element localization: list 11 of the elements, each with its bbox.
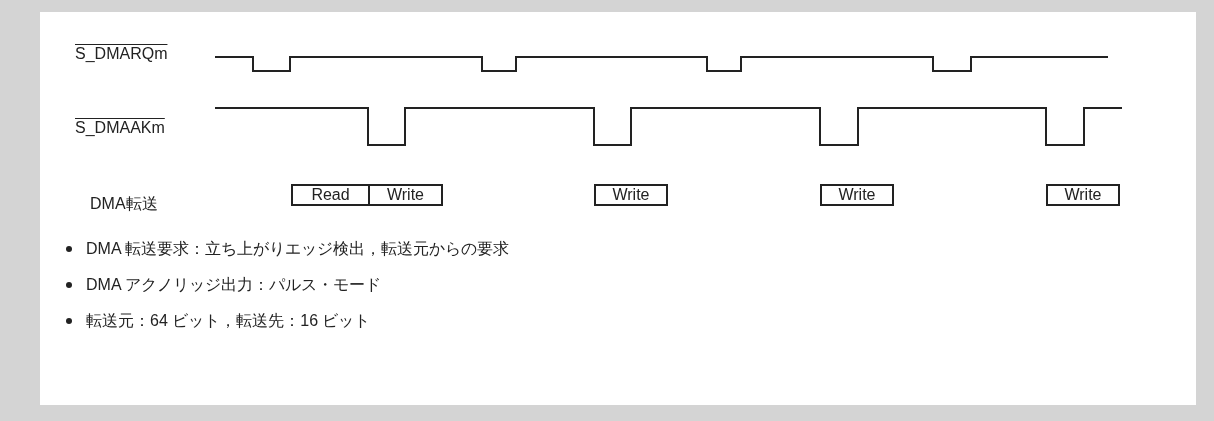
note-text: DMA 転送要求：立ち上がりエッジ検出，転送元からの要求 xyxy=(86,239,510,259)
transfer-phase-box: Write xyxy=(1046,184,1120,206)
row-label: DMA転送 xyxy=(90,194,158,214)
signal-name: S_DMAAKm xyxy=(75,118,165,138)
note-text: 転送元：64 ビット，転送先：16 ビット xyxy=(86,311,371,331)
note-text: DMA アクノリッジ出力：パルス・モード xyxy=(86,275,382,295)
transfer-phase-box: Write xyxy=(594,184,668,206)
transfer-phase-box: Write xyxy=(368,184,443,206)
transfer-phase-box: Read xyxy=(291,184,370,206)
signal-name: S_DMARQm xyxy=(75,44,168,64)
transfer-phase-box: Write xyxy=(820,184,894,206)
